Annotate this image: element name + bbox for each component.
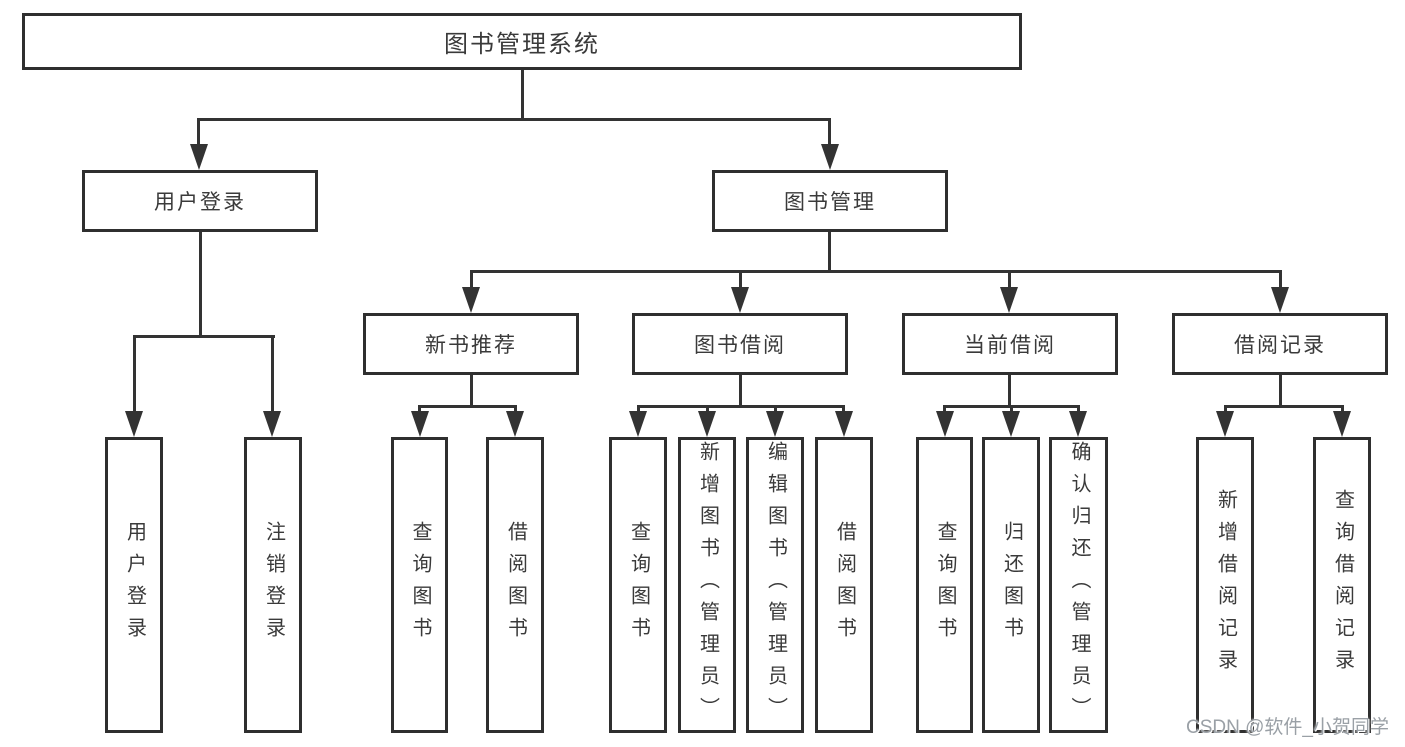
edge-leaf-shaft — [943, 405, 946, 413]
edge-book-borrow-rail — [637, 405, 845, 408]
arrowhead-down-icon — [1002, 411, 1020, 437]
leaf-bb-edit-books-admin: 编辑图书（管理员） — [746, 437, 804, 733]
leaf-label: 新增图书（管理员） — [696, 441, 719, 729]
node-current-borrow: 当前借阅 — [902, 313, 1118, 375]
arrowhead-down-icon — [462, 287, 480, 313]
leaf-bb-borrow-books: 借阅图书 — [815, 437, 873, 733]
leaf-nb-borrow-books: 借阅图书 — [486, 437, 544, 733]
node-new-book-recommend: 新书推荐 — [363, 313, 579, 375]
arrowhead-down-icon — [821, 144, 839, 170]
edge-root-to-book-management — [828, 118, 831, 146]
arrowhead-down-icon — [1000, 287, 1018, 313]
edge-leaf-shaft — [1010, 405, 1013, 413]
edge-leaf-shaft — [1077, 405, 1080, 413]
leaf-label: 查询借阅记录 — [1331, 489, 1354, 681]
edge-leaf-shaft — [842, 405, 845, 413]
edge-to-book-borrow — [739, 270, 742, 290]
edge-book-management-rail — [470, 270, 1282, 273]
edge-current-borrow-stem — [1008, 375, 1011, 407]
edge-leaf-shaft — [1341, 405, 1344, 413]
leaf-br-query-record: 查询借阅记录 — [1313, 437, 1371, 733]
edge-root-stem — [521, 70, 524, 120]
leaf-label: 借阅图书 — [504, 521, 527, 649]
arrowhead-down-icon — [936, 411, 954, 437]
node-borrow-records: 借阅记录 — [1172, 313, 1388, 375]
leaf-label: 查询图书 — [934, 521, 956, 649]
leaf-label: 注销登录 — [262, 521, 285, 649]
edge-leaf-shaft — [637, 405, 640, 413]
arrowhead-down-icon — [731, 287, 749, 313]
edge-to-leaf-logout — [271, 335, 274, 415]
arrowhead-down-icon — [1271, 287, 1289, 313]
edge-user-login-rail — [133, 335, 275, 338]
edge-leaf-shaft — [418, 405, 421, 413]
leaf-label: 用户登录 — [123, 521, 146, 649]
edge-to-new-book-recommend — [470, 270, 473, 290]
leaf-label: 借阅图书 — [833, 521, 856, 649]
leaf-logout: 注销登录 — [244, 437, 302, 733]
edge-to-leaf-user-login — [133, 335, 136, 415]
arrowhead-down-icon — [190, 144, 208, 170]
edge-leaf-shaft — [514, 405, 517, 413]
leaf-label: 确认归还（管理员） — [1068, 441, 1090, 729]
leaf-user-login: 用户登录 — [105, 437, 163, 733]
edge-new-book-recommend-stem — [470, 375, 473, 407]
leaf-br-add-record: 新增借阅记录 — [1196, 437, 1254, 733]
edge-root-to-user-login — [197, 118, 200, 146]
edge-leaf-shaft — [774, 405, 777, 413]
edge-to-current-borrow — [1008, 270, 1011, 290]
arrowhead-down-icon — [125, 411, 143, 437]
arrowhead-down-icon — [263, 411, 281, 437]
arrowhead-down-icon — [1069, 411, 1087, 437]
leaf-bb-query-books: 查询图书 — [609, 437, 667, 733]
leaf-label: 编辑图书（管理员） — [764, 441, 787, 729]
edge-book-borrow-stem — [739, 375, 742, 407]
leaf-nb-query-books: 查询图书 — [391, 437, 448, 733]
node-user-login: 用户登录 — [82, 170, 318, 232]
edge-user-login-stem — [199, 232, 202, 337]
leaf-cb-return-books: 归还图书 — [982, 437, 1040, 733]
leaf-label: 查询图书 — [627, 521, 650, 649]
leaf-bb-add-books-admin: 新增图书（管理员） — [678, 437, 736, 733]
edge-borrow-records-stem — [1279, 375, 1282, 407]
arrowhead-down-icon — [1216, 411, 1234, 437]
edge-book-management-stem — [828, 232, 831, 272]
arrowhead-down-icon — [1333, 411, 1351, 437]
arrowhead-down-icon — [506, 411, 524, 437]
leaf-label: 新增借阅记录 — [1214, 489, 1237, 681]
edge-leaf-shaft — [1224, 405, 1227, 413]
node-library-management-system: 图书管理系统 — [22, 13, 1022, 70]
arrowhead-down-icon — [629, 411, 647, 437]
leaf-label: 查询图书 — [409, 521, 431, 649]
arrowhead-down-icon — [835, 411, 853, 437]
edge-borrow-records-rail — [1224, 405, 1343, 408]
node-book-management: 图书管理 — [712, 170, 948, 232]
edge-new-book-recommend-rail — [419, 405, 516, 408]
edge-root-rail — [198, 118, 831, 121]
node-book-borrow: 图书借阅 — [632, 313, 848, 375]
arrowhead-down-icon — [411, 411, 429, 437]
leaf-cb-query-books: 查询图书 — [916, 437, 973, 733]
leaf-label: 归还图书 — [1000, 521, 1023, 649]
edge-leaf-shaft — [706, 405, 709, 413]
arrowhead-down-icon — [766, 411, 784, 437]
edge-to-borrow-records — [1279, 270, 1282, 290]
arrowhead-down-icon — [698, 411, 716, 437]
leaf-cb-confirm-return-admin: 确认归还（管理员） — [1049, 437, 1108, 733]
watermark: CSDN @软件_小贺同学 — [1186, 717, 1389, 738]
